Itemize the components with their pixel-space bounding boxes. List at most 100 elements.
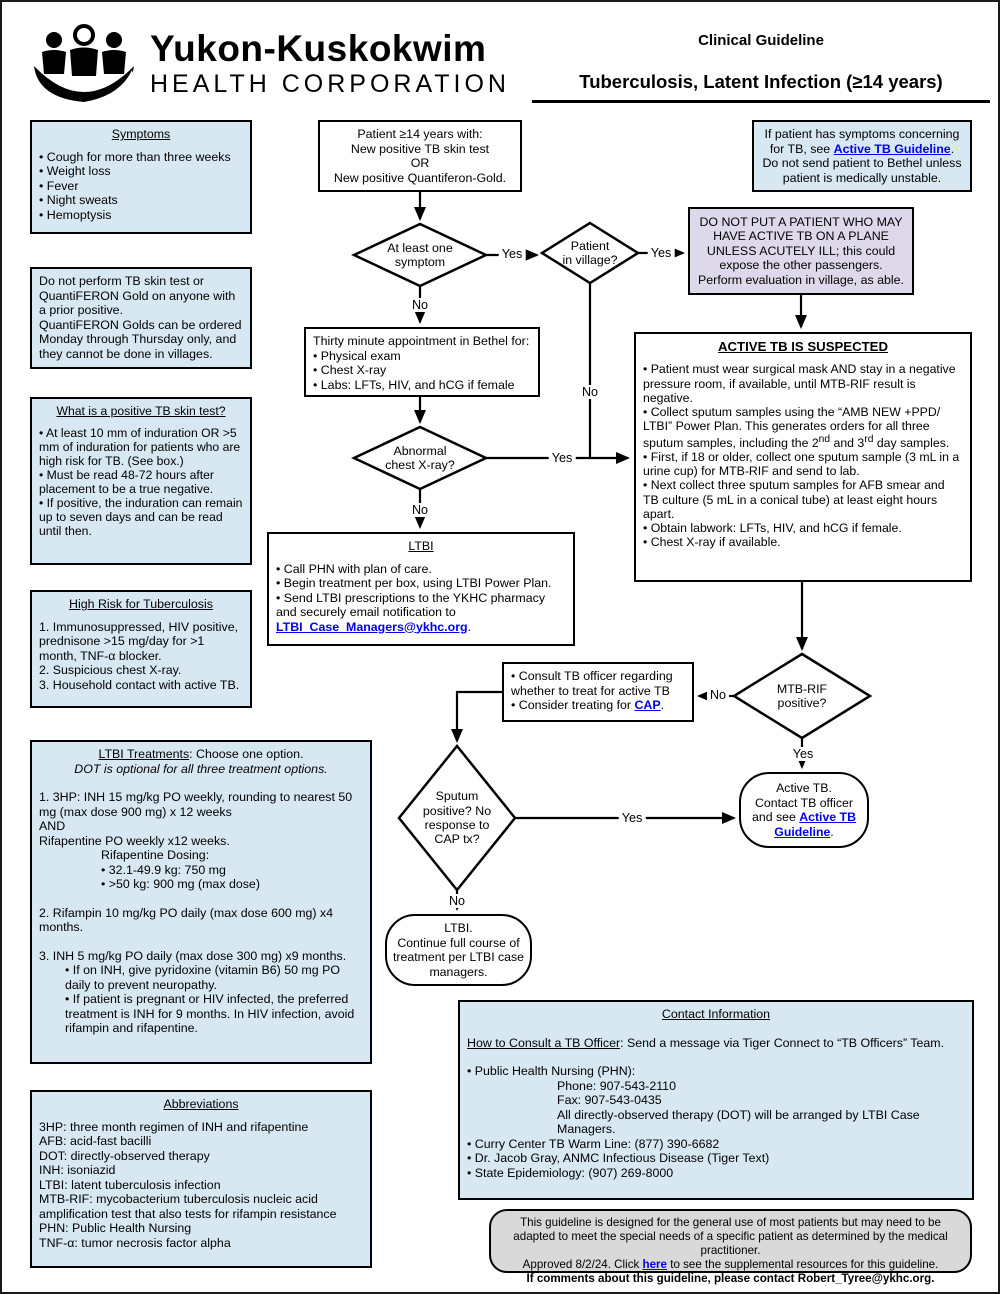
edge-label-no: No	[408, 298, 432, 312]
abbreviations-title: Abbreviations	[163, 1097, 239, 1111]
doc-type-label: Clinical Guideline	[698, 32, 824, 49]
terminal-active-tb-post: .	[830, 824, 834, 839]
abbreviation-item: TNF-α: tumor necrosis factor alpha	[39, 1235, 231, 1250]
symptoms-box: Symptoms • Cough for more than three wee…	[30, 120, 252, 234]
decision-symptom: At least one symptom	[387, 240, 453, 269]
decision-in-village: Patient in village?	[562, 238, 618, 267]
abbreviation-item: MTB-RIF: mycobacterium tuberculosis nucl…	[39, 1192, 337, 1221]
note-paragraph: QuantiFERON Golds can be ordered Monday …	[39, 317, 242, 361]
disclaimer-line1: This guideline is designed for the gener…	[513, 1216, 948, 1257]
dosing-item: • >50 kg: 900 mg (max dose)	[101, 877, 260, 891]
edge-label-yes: Yes	[498, 247, 526, 261]
contact-item: • Curry Center TB Warm Line: (877) 390-6…	[467, 1136, 720, 1151]
list-item: • Must be read 48-72 hours after placeme…	[39, 468, 214, 497]
ltbi-treatments-title: LTBI Treatments: Choose one option.	[39, 747, 363, 762]
title-underline-rule	[532, 100, 990, 103]
ykhc-logo people-in-boat-icon	[34, 24, 134, 105]
list-item: • Call PHN with plan of care.	[276, 561, 432, 576]
high-risk-box: High Risk for Tuberculosis 1. Immunosupp…	[30, 590, 252, 708]
list-item: • Next collect three sputum samples for …	[643, 478, 945, 521]
list-item: • Hemoptysis	[39, 207, 112, 222]
active-tb-guideline-link[interactable]: Active TB Guideline	[774, 810, 856, 839]
list-item: • Fever	[39, 178, 79, 193]
referral-text-post: . Do not send patient to Bethel unless p…	[762, 141, 962, 185]
terminal-ltbi-continue: LTBI. Continue full course of treatment …	[385, 914, 532, 986]
edge-label-yes: Yes	[647, 246, 675, 260]
ltbi-plan-box: LTBI • Call PHN with plan of care. • Beg…	[267, 532, 575, 646]
treatment-suboption: • If patient is pregnant or HIV infected…	[65, 992, 355, 1035]
header-right: Clinical Guideline Tuberculosis, Latent …	[532, 32, 990, 93]
list-item: • Collect sputum samples using the “AMB …	[643, 405, 963, 450]
treatment-option: 2. Rifampin 10 mg/kg PO daily (max dose …	[39, 905, 334, 935]
no-plane-warning-text: DO NOT PUT A PATIENT WHO MAY HAVE ACTIVE…	[698, 214, 904, 287]
contact-item: • Public Health Nursing (PHN):	[467, 1064, 636, 1078]
terminal-active-tb-text: Active TB. Contact TB officer and see Ac…	[747, 781, 861, 839]
ltbi-plan-title: LTBI	[408, 539, 434, 553]
list-item: • Night sweats	[39, 193, 118, 207]
contact-item: • State Epidemiology: (907) 269-8000	[467, 1165, 674, 1180]
treatment-option: AND	[39, 819, 66, 833]
ltbi-treatments-box: LTBI Treatments: Choose one option. DOT …	[30, 740, 372, 1064]
note-paragraph: Do not perform TB skin test or QuantiFER…	[39, 274, 236, 317]
referral-text-pre: If patient has symptoms concerning for T…	[764, 127, 960, 156]
list-item: • First, if 18 or older, collect one spu…	[643, 449, 960, 479]
list-item: 1. Immunosuppressed, HIV positive, predn…	[39, 619, 239, 663]
symptoms-title: Symptoms	[111, 127, 171, 141]
ltbi-email-text-post: .	[467, 619, 472, 634]
edge-label-no: No	[445, 894, 469, 908]
consider-cap-text-pre: • Consider treating for	[511, 698, 635, 712]
edge-label-yes: Yes	[789, 747, 817, 761]
ltbi-email-text-pre: • Send LTBI prescriptions to the YKHC ph…	[276, 590, 546, 620]
superscript-ordinal: nd	[818, 433, 831, 445]
treatment-option: 3. INH 5 mg/kg PO daily (max dose 300 mg…	[39, 948, 347, 963]
list-item: • Consult TB officer regarding whether t…	[511, 669, 673, 698]
positive-skin-test-box: What is a positive TB skin test? • At le…	[30, 397, 252, 565]
bethel-appointment-box: Thirty minute appointment in Bethel for:…	[304, 327, 540, 397]
contact-information-title: Contact Information	[661, 1007, 771, 1021]
village-referral-note-box: If patient has symptoms concerning for T…	[752, 120, 972, 192]
list-item: • Weight loss	[39, 164, 111, 178]
list-item: • Begin treatment per box, using LTBI Po…	[276, 576, 552, 590]
list-item: • Send LTBI prescriptions to the YKHC ph…	[276, 591, 566, 635]
terminal-active-tb-pre: Active TB. Contact TB officer and see	[752, 781, 853, 824]
cap-guideline-link[interactable]: CAP	[634, 698, 661, 712]
treatment-suboption: • If on INH, give pyridoxine (vitamin B6…	[65, 963, 340, 992]
ltbi-case-managers-email-link[interactable]: LTBI_Case_Managers@ykhc.org	[276, 619, 468, 634]
edge-label-yes: Yes	[618, 811, 646, 825]
decision-abnormal-xray: Abnormal chest X-ray?	[385, 443, 455, 472]
superscript-ordinal: rd	[864, 433, 874, 445]
page-title: Tuberculosis, Latent Infection (≥14 year…	[579, 71, 943, 92]
list-item: • Chest X-ray	[313, 363, 387, 377]
edge-label-no: No	[706, 688, 730, 702]
list-item: • Patient must wear surgical mask AND st…	[643, 362, 956, 405]
ltbi-treatments-title-rest: : Choose one option.	[189, 747, 304, 761]
list-item: • If positive, the induration can remain…	[39, 496, 243, 539]
high-risk-title: High Risk for Tuberculosis	[69, 597, 213, 611]
abbreviations-box: Abbreviations 3HP: three month regimen o…	[30, 1090, 372, 1268]
contact-subitem: All directly-observed therapy (DOT) will…	[557, 1107, 920, 1137]
abbreviation-item: PHN: Public Health Nursing	[39, 1221, 192, 1235]
decision-mtbrif-positive: MTB-RIF positive?	[776, 681, 828, 710]
list-item: 2. Suspicious chest X-ray.	[39, 663, 182, 677]
abbreviation-item: INH: isoniazid	[39, 1163, 116, 1177]
list-item: • Consider treating for CAP.	[511, 698, 685, 713]
abbreviation-item: 3HP: three month regimen of INH and rifa…	[39, 1119, 309, 1134]
active-tb-guideline-link[interactable]: Active TB Guideline	[833, 141, 951, 156]
how-to-consult-rest: : Send a message via Tiger Connect to “T…	[620, 1035, 945, 1050]
supplemental-resources-link[interactable]: here	[642, 1257, 668, 1271]
disclaimer-line2: Approved 8/2/24. Click here to see the s…	[523, 1258, 939, 1271]
how-to-consult-line: How to Consult a TB Officer: Send a mess…	[467, 1036, 965, 1051]
disclaimer-approved-text: Approved 8/2/24. Click	[522, 1257, 643, 1271]
list-item: 3. Household contact with active TB.	[39, 677, 240, 692]
abbreviation-item: DOT: directly-observed therapy	[39, 1148, 210, 1163]
edge-label-yes: Yes	[548, 451, 576, 465]
consult-tb-officer-box: • Consult TB officer regarding whether t…	[502, 662, 694, 722]
start-node-text: Patient ≥14 years with: New positive TB …	[333, 127, 507, 185]
how-to-consult-underlined: How to Consult a TB Officer	[467, 1035, 621, 1050]
disclaimer-contact-line: If comments about this guideline, please…	[526, 1271, 935, 1285]
active-tb-suspected-box: ACTIVE TB IS SUSPECTED • Patient must we…	[634, 332, 972, 582]
consider-cap-text-post: .	[660, 698, 665, 712]
edge-label-no: No	[408, 503, 432, 517]
